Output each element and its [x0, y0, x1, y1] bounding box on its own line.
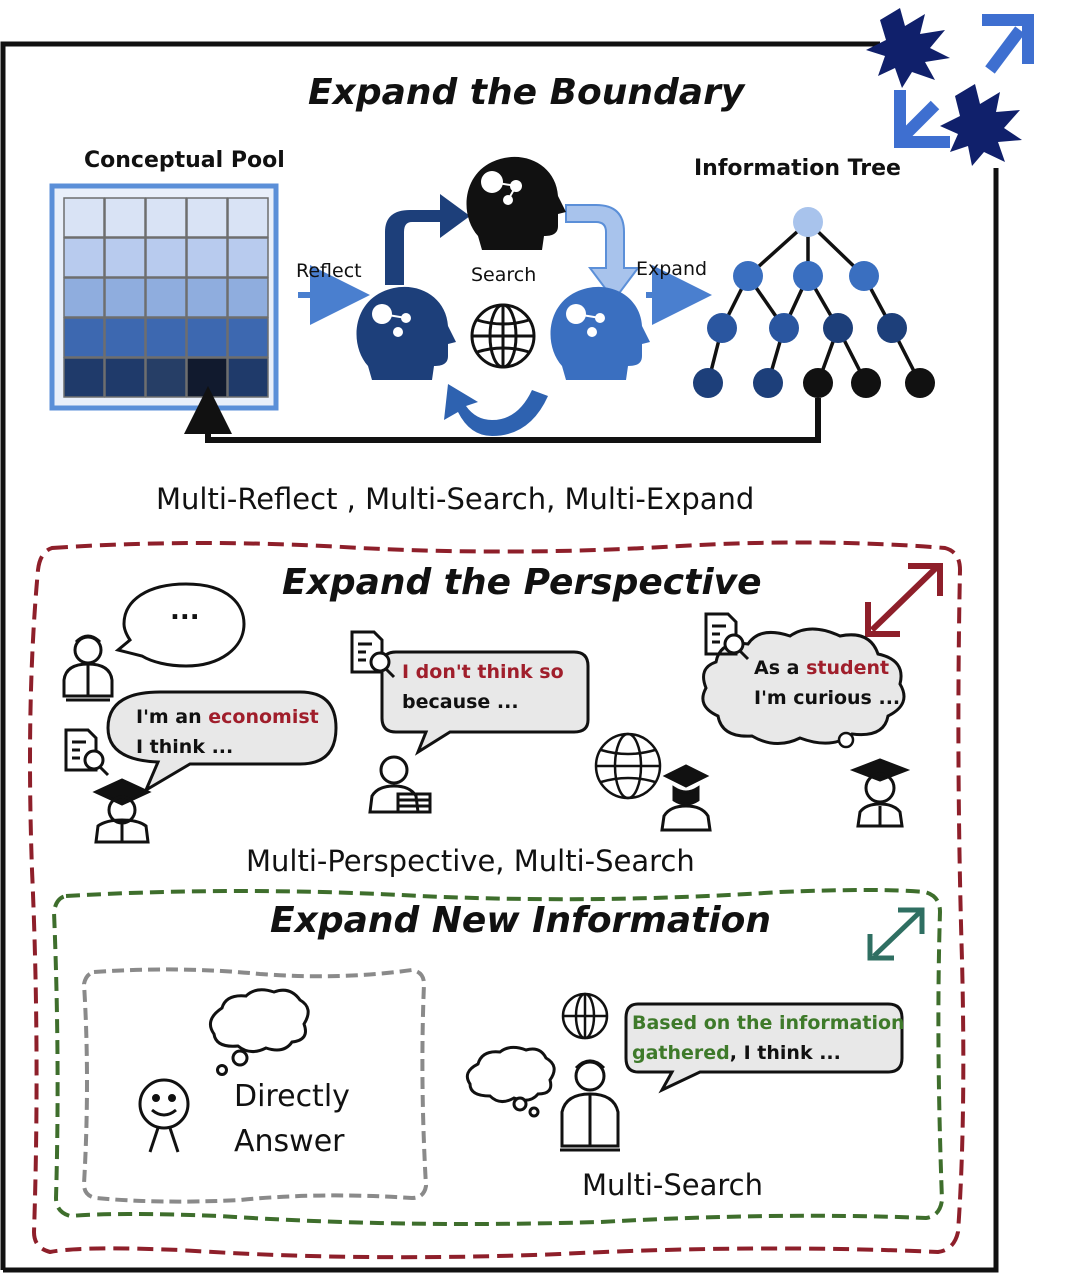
globe-icon [470, 303, 536, 369]
pool-cell [145, 277, 187, 318]
doc-search-icon-3 [704, 612, 750, 661]
new-info-expand-icon [867, 907, 925, 961]
pool-cell [145, 197, 187, 238]
student-highlight: student [806, 657, 890, 679]
info-bubble [624, 1002, 904, 1094]
pool-cell [186, 197, 228, 238]
person-books-icon [368, 755, 432, 814]
information-tree-label: Information Tree [694, 156, 901, 181]
globe-small-icon [594, 732, 662, 800]
pool-cell [227, 317, 269, 358]
economist-bubble-text: I'm an economist I think ... [136, 702, 319, 762]
info-bubble-text: Based on the information gathered, I thi… [632, 1008, 905, 1068]
new-info-caption: Multi-Search [582, 1168, 763, 1202]
person-student-icon [849, 758, 911, 828]
cycle-arrow-bottom [444, 384, 548, 436]
direct-line2: Answer [234, 1124, 345, 1159]
info-rest: , I think ... [729, 1042, 841, 1064]
pool-cell [104, 317, 146, 358]
direct-answer-text: Directly Answer [234, 1074, 350, 1164]
pool-cell [104, 277, 146, 318]
info-highlight1: Based on the information [632, 1012, 905, 1034]
pool-cell [104, 197, 146, 238]
student-bubble-dot [837, 731, 855, 749]
pool-cell [104, 237, 146, 278]
boundary-caption: Multi-Reflect , Multi-Search, Multi-Expa… [156, 482, 755, 516]
disagree-bubble-text: I don't think so because ... [402, 657, 564, 717]
pool-cell [63, 317, 105, 358]
cycle-arrow-up [385, 194, 470, 285]
person-economist-icon [62, 634, 114, 702]
pool-cell [63, 237, 105, 278]
student-bubble [701, 627, 906, 745]
person-searcher-icon [560, 1059, 620, 1152]
conceptual-pool-label: Conceptual Pool [84, 148, 285, 173]
pool-cell [186, 237, 228, 278]
pool-cell [104, 357, 146, 398]
pool-cell [186, 277, 228, 318]
economist-highlight: economist [208, 706, 319, 728]
info-highlight2: gathered [632, 1042, 730, 1064]
student-bubble-text: As a student I'm curious ... [754, 653, 900, 713]
expand-burst-icon [866, 8, 1034, 166]
doc-search-icon-2 [350, 630, 396, 679]
pool-cell [186, 317, 228, 358]
outer-frame [0, 41, 999, 1273]
ellipsis-bubble [114, 582, 246, 668]
globe-search-icon [561, 992, 609, 1040]
perspective-title: Expand the Perspective [282, 562, 762, 603]
head-right-icon [550, 286, 650, 380]
boundary-title: Expand the Boundary [308, 72, 745, 113]
pool-cell [227, 277, 269, 318]
pool-cell [145, 317, 187, 358]
smiley-person-icon [138, 1078, 190, 1153]
ellipsis-text: ... [170, 596, 200, 626]
economist-pre: I'm an [136, 706, 209, 728]
person-graduate-2-icon [660, 764, 712, 832]
direct-thought-cloud [208, 988, 310, 1053]
head-center-icon [466, 156, 566, 250]
expand-label: Expand [636, 258, 708, 280]
person-graduate-1-icon [92, 778, 152, 844]
pool-cell [227, 197, 269, 238]
new-info-title: Expand New Information [270, 900, 772, 941]
search-label: Search [471, 264, 537, 286]
conceptual-pool-grid [49, 183, 279, 411]
information-tree [693, 207, 935, 398]
pool-cell [145, 237, 187, 278]
economist-bubble [106, 690, 338, 794]
disagree-highlight: I don't think so [402, 661, 564, 683]
head-left-icon [356, 286, 456, 380]
pool-cell [186, 357, 228, 398]
pool-cell [145, 357, 187, 398]
perspective-caption: Multi-Perspective, Multi-Search [246, 844, 695, 878]
perspective-expand-icon [865, 563, 943, 637]
pool-cell [227, 237, 269, 278]
cycle-arrow-down [565, 204, 640, 302]
economist-line2: I think ... [136, 736, 234, 758]
direct-line1: Directly [234, 1079, 350, 1114]
reflect-label: Reflect [296, 260, 362, 282]
search-thought-cloud [465, 1045, 556, 1103]
pool-cell [63, 197, 105, 238]
student-pre: As a [754, 657, 807, 679]
disagree-line2: because ... [402, 691, 519, 713]
new-info-border [51, 888, 945, 1226]
doc-search-icon-1 [64, 728, 110, 777]
student-line2: I'm curious ... [754, 687, 901, 709]
pool-cell [63, 277, 105, 318]
perspective-border [28, 540, 966, 1260]
direct-answer-border [81, 967, 429, 1204]
pool-cell [227, 357, 269, 398]
feedback-arrow [184, 386, 821, 443]
pool-cell [63, 357, 105, 398]
